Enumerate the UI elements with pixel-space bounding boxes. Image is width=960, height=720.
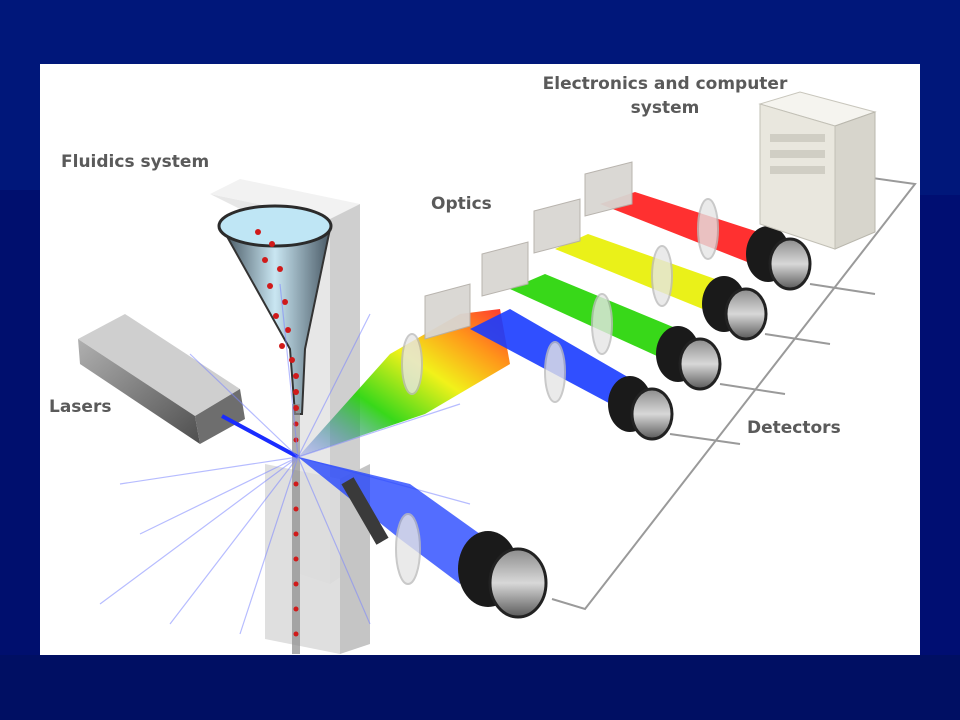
fluidics-label: Fluidics system — [61, 152, 210, 172]
electronics-label: Electronics and computer system — [535, 74, 795, 118]
flow-cytometer-diagram: Electronics and computer system Fluidics… — [40, 64, 920, 655]
lasers-label: Lasers — [49, 397, 112, 417]
optics-label: Optics — [431, 194, 492, 214]
computer-tower-icon — [758, 91, 877, 250]
background-band-bottom — [0, 655, 960, 720]
laser-beam — [99, 283, 480, 635]
dichroic-mirror-icon — [424, 161, 633, 340]
electronics-label-line1: Electronics and computer — [542, 74, 788, 94]
detectors-label: Detectors — [747, 418, 841, 438]
detector-icon — [458, 226, 812, 619]
background-band-right — [920, 195, 960, 655]
laser-box-icon — [78, 314, 245, 444]
electronics-label-line2: system — [630, 98, 700, 118]
lens-icon — [395, 198, 719, 585]
diagram-canvas — [78, 91, 917, 654]
